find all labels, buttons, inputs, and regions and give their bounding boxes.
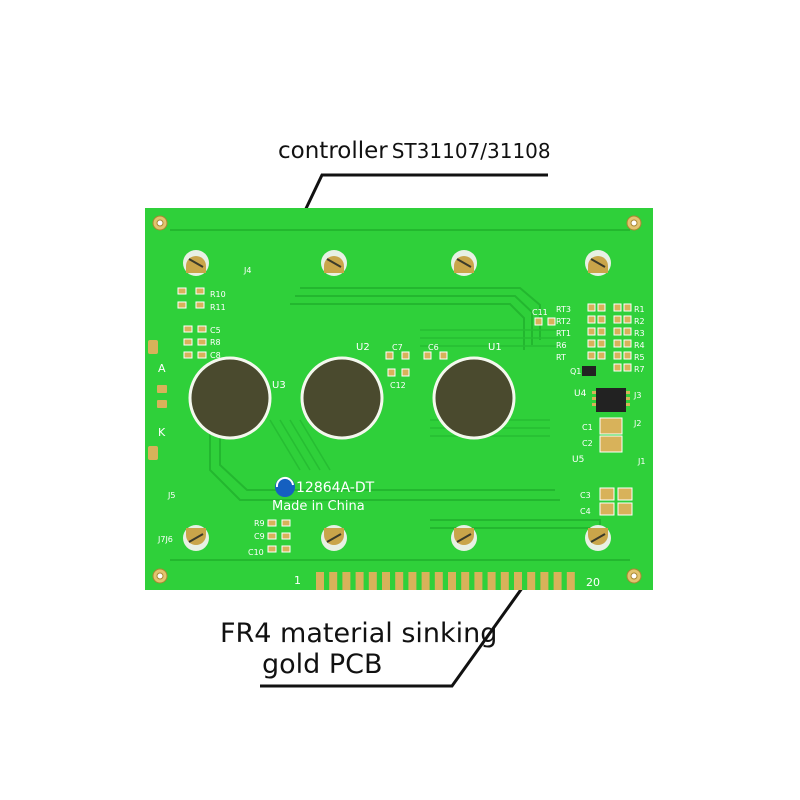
edge-connector-pin (316, 572, 324, 590)
ref-r9: R9 (254, 519, 265, 528)
brand-logo-icon (275, 476, 295, 497)
chip-label-u1: U1 (488, 342, 502, 353)
ref-q1: Q1 (570, 367, 581, 376)
ref-rt2: RT2 (556, 317, 571, 326)
pin-label-last: 20 (586, 576, 600, 589)
edge-connector-pads (316, 572, 575, 590)
ref-r5: R5 (634, 353, 645, 362)
frame-tabs-bottom (183, 525, 611, 551)
ref-c12: C12 (390, 381, 406, 390)
edge-connector-pin (382, 572, 390, 590)
edge-connector-pin (448, 572, 456, 590)
edge-connector-pin (395, 572, 404, 590)
controller-prefix: controller (278, 138, 388, 164)
ref-c10: C10 (248, 548, 264, 557)
chip-blob-u1 (432, 356, 516, 440)
edge-connector-pin (434, 572, 443, 590)
ref-c6: C6 (428, 343, 439, 352)
chip-blob-u3 (188, 356, 272, 440)
ref-j1: J1 (637, 457, 645, 466)
ref-r10: R10 (210, 290, 226, 299)
pcb-board: 12864A-DT Made in China U1 U2 U3 U4 U5 1… (145, 208, 653, 590)
regulator-chip (592, 388, 630, 412)
edge-connector-pin (553, 572, 562, 590)
ref-rt: RT (556, 353, 566, 362)
ref-j2: J2 (633, 419, 641, 428)
ref-j3: J3 (633, 391, 641, 400)
edge-connector-pin (566, 572, 575, 590)
edge-connector-pin (329, 572, 338, 590)
made-in-label: Made in China (272, 499, 365, 514)
edge-connector-pin (368, 572, 377, 590)
pcb-callout-line1: FR4 material sinking (220, 618, 498, 649)
ref-c8: C8 (210, 351, 221, 360)
model-number: 12864A-DT (296, 480, 375, 496)
ref-j7j6: J7J6 (157, 535, 173, 544)
chip-label-u4: U4 (574, 389, 587, 399)
ref-r6: R6 (556, 341, 567, 350)
edge-connector-pin (487, 572, 496, 590)
chip-label-u3: U3 (272, 380, 286, 391)
smd-components-left (177, 287, 291, 553)
ref-c7: C7 (392, 343, 403, 352)
ref-c2: C2 (582, 439, 593, 448)
edge-connector-pin (461, 572, 470, 590)
corner-holes (152, 215, 642, 584)
edge-connector-pin (355, 572, 364, 590)
edge-connector-pin (540, 572, 549, 590)
side-label-a: A (158, 362, 166, 375)
smd-components-right (587, 303, 633, 516)
chip-label-u2: U2 (356, 342, 370, 353)
edge-connector-pin (514, 572, 522, 590)
edge-connector-pin (474, 572, 483, 590)
ref-c9: C9 (254, 532, 265, 541)
ref-j5: J5 (167, 491, 175, 500)
ref-r1: R1 (634, 305, 645, 314)
ref-rt3: RT3 (556, 305, 571, 314)
chip-blob-u2 (300, 356, 384, 440)
pcb-callout-line2: gold PCB (262, 649, 383, 680)
edge-connector-pin (527, 572, 536, 590)
edge-connector-pin (500, 572, 509, 590)
cob-controller-chips (188, 356, 516, 440)
controller-part-number: ST31107/31108 (391, 139, 551, 163)
side-pads-left (148, 340, 167, 460)
ref-j4: J4 (243, 266, 251, 275)
frame-tabs-top (183, 250, 611, 276)
smd-components-center (385, 317, 556, 377)
ref-r3: R3 (634, 329, 645, 338)
pcb-callout-line (260, 569, 537, 688)
ref-r7: R7 (634, 365, 645, 374)
ref-rt1: RT1 (556, 329, 571, 338)
transistor-q1 (582, 366, 596, 376)
side-label-k: K (158, 426, 166, 439)
ref-c5: C5 (210, 326, 221, 335)
ref-r8: R8 (210, 338, 221, 347)
ref-r4: R4 (634, 341, 645, 350)
edge-connector-pin (408, 572, 417, 590)
ref-c1: C1 (582, 423, 593, 432)
ref-c11: C11 (532, 308, 548, 317)
ref-r2: R2 (634, 317, 645, 326)
edge-connector-pin (421, 572, 430, 590)
chip-label-u5: U5 (572, 455, 584, 465)
ref-c3: C3 (580, 491, 591, 500)
pin-label-first: 1 (294, 574, 301, 587)
ref-c4: C4 (580, 507, 591, 516)
ref-r11: R11 (210, 303, 226, 312)
edge-connector-pin (342, 572, 351, 590)
